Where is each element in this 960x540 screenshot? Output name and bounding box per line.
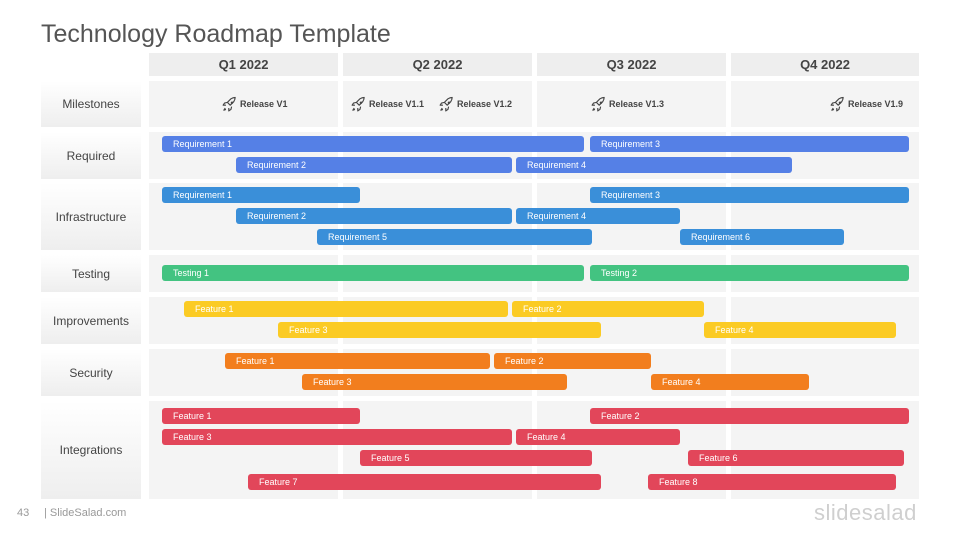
rocket-icon [591,96,605,111]
bar-infrastructure[interactable]: Requirement 1 [162,187,360,203]
milestone-label: Release V1.1 [369,99,425,109]
rocket-icon [830,96,844,111]
milestone-label: Release V1.9 [848,99,904,109]
row-label-integrations: Integrations [41,401,141,499]
bar-improvements[interactable]: Feature 4 [704,322,896,338]
bar-infrastructure[interactable]: Requirement 5 [317,229,592,245]
milestone-label: Release V1 [240,99,288,109]
bar-integrations[interactable]: Feature 3 [162,429,512,445]
grid-cell [343,81,532,127]
milestone: Release V1 [221,95,288,113]
grid-cell [149,81,338,127]
bar-required[interactable]: Requirement 1 [162,136,584,152]
bar-testing[interactable]: Testing 2 [590,265,909,281]
row-label-security: Security [41,349,141,396]
bar-integrations[interactable]: Feature 5 [360,450,592,466]
bar-integrations[interactable]: Feature 7 [248,474,601,490]
row-label-infrastructure: Infrastructure [41,183,141,250]
bar-integrations[interactable]: Feature 4 [516,429,680,445]
milestone: Release V1.3 [590,95,664,113]
quarter-header-q4: Q4 2022 [731,53,919,76]
bar-infrastructure[interactable]: Requirement 6 [680,229,844,245]
bar-integrations[interactable]: Feature 1 [162,408,360,424]
bar-infrastructure[interactable]: Requirement 2 [236,208,512,224]
bar-required[interactable]: Requirement 4 [516,157,792,173]
bar-required[interactable]: Requirement 3 [590,136,909,152]
quarter-header-q1: Q1 2022 [149,53,338,76]
bar-infrastructure[interactable]: Requirement 4 [516,208,680,224]
page-title: Technology Roadmap Template [41,20,391,48]
bar-testing[interactable]: Testing 1 [162,265,584,281]
bar-security[interactable]: Feature 2 [494,353,651,369]
bar-improvements[interactable]: Feature 3 [278,322,601,338]
quarter-header-q3: Q3 2022 [537,53,726,76]
rocket-icon [439,96,453,111]
bar-infrastructure[interactable]: Requirement 3 [590,187,909,203]
milestone: Release V1.1 [350,95,424,113]
bar-security[interactable]: Feature 1 [225,353,490,369]
milestone-label: Release V1.2 [457,99,513,109]
brand-logo: slidesalad [814,500,917,525]
bar-integrations[interactable]: Feature 8 [648,474,896,490]
bar-improvements[interactable]: Feature 2 [512,301,704,317]
bar-security[interactable]: Feature 4 [651,374,809,390]
bar-security[interactable]: Feature 3 [302,374,567,390]
milestone: Release V1.2 [438,95,512,113]
rocket-icon [351,96,365,111]
quarter-header-q2: Q2 2022 [343,53,532,76]
row-label-improvements: Improvements [41,297,141,344]
row-label-required: Required [41,132,141,179]
milestone: Release V1.9 [829,95,903,113]
page-number: 43 [17,507,30,519]
grid-cell [537,81,726,127]
bar-integrations[interactable]: Feature 6 [688,450,904,466]
milestone-label: Release V1.3 [609,99,665,109]
bar-improvements[interactable]: Feature 1 [184,301,508,317]
footer-brand: | SlideSalad.com [44,507,127,519]
grid-cell [731,81,919,127]
rocket-icon [222,96,236,111]
bar-integrations[interactable]: Feature 2 [590,408,909,424]
row-label-testing: Testing [41,255,141,292]
bar-required[interactable]: Requirement 2 [236,157,512,173]
row-label-milestones: Milestones [41,81,141,127]
